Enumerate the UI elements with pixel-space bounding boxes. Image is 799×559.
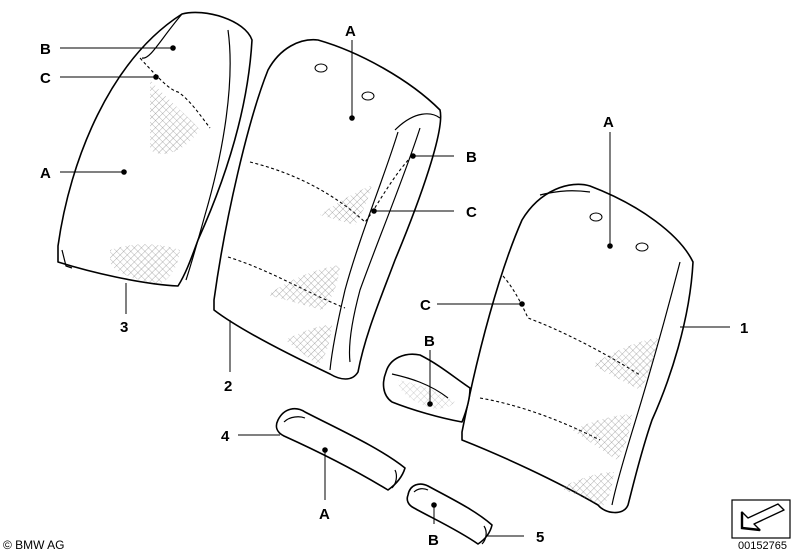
label-c-part-1: C xyxy=(420,297,431,314)
label-a-part-3: A xyxy=(40,165,51,182)
label-b-part-3: B xyxy=(40,41,51,58)
part-number-1: 1 xyxy=(740,320,748,337)
part-1-right-backrest: A C 1 xyxy=(420,114,748,514)
label-a-part-4: A xyxy=(319,506,330,523)
label-b-part-2: B xyxy=(466,149,477,166)
copyright-notice: © BMW AG xyxy=(3,538,65,552)
drawing-number: 00152765 xyxy=(738,540,787,552)
label-c-part-3: C xyxy=(40,70,51,87)
part-number-2: 2 xyxy=(224,378,232,395)
label-b-bolster-piece: B xyxy=(424,333,435,350)
bolster-piece-b: B xyxy=(382,333,471,423)
part-5-trim-strip: 5 B xyxy=(406,483,544,549)
part-number-5: 5 xyxy=(536,529,544,546)
part-2-center-backrest: A B C 2 xyxy=(213,23,477,395)
label-b-part-5: B xyxy=(428,532,439,549)
label-a-part-2: A xyxy=(345,23,356,40)
part-number-4: 4 xyxy=(221,428,230,445)
label-c-part-2: C xyxy=(466,204,477,221)
part-number-3: 3 xyxy=(120,319,128,336)
part-4-trim-strip: 4 A xyxy=(221,407,406,523)
part-3-side-bolster: B C A 3 xyxy=(40,11,253,336)
label-a-part-1: A xyxy=(603,114,614,131)
direction-arrow-icon xyxy=(731,499,791,539)
